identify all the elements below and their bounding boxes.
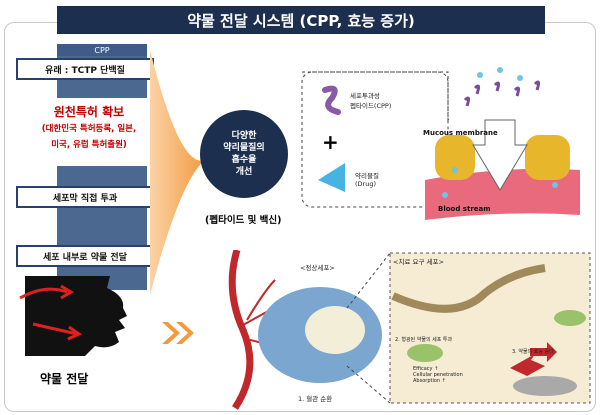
drug-delivery-label: 약물 전달 [40,372,89,386]
patent-sub-1: (대한민국 특허등록, 일본, [41,124,137,134]
patent-sub-2: 미국, 유럽 특허출원) [51,140,127,150]
cpp-legend-line-1: 세포투과성 [350,92,380,100]
face-silhouette-icon [19,276,127,356]
absorption-circle: 다양한 약리물질의 흡수율 개선 [200,110,288,198]
origin-box: 유래 : TCTP 단백질 [16,58,154,80]
target-cell-panel [346,252,591,404]
patent-title: 원천특허 확보 [53,105,125,119]
plus-sign: + [322,130,339,154]
vessel-cells-illustration [228,250,382,410]
effect-efficacy: Efficacy ↑ [413,366,439,372]
cpp-legend-label: 세포투과성 펩타이드(CPP) [350,90,391,110]
blood-stream-label: Blood stream [438,205,491,213]
patent-box: 원천특허 확보 (대한민국 특허등록, 일본, 미국, 유럽 특허출원) [15,98,163,166]
mucous-membrane-label: Mucous membrane [423,129,498,137]
circle-line-4: 개선 [235,167,253,177]
drug-legend-sub: (Drug) [355,180,376,188]
step2-label: 2. 형광된 약물의 세포 투과 [395,337,453,343]
vessel-circulation-label: 1. 혈관 순환 [298,395,333,403]
drug-legend-label: 약리물질 (Drug) [355,170,379,188]
normal-cell-label: <정상세포> [300,264,335,272]
effects-list: Efficacy ↑ Cellular penetration Absorpti… [413,366,463,384]
page-title: 약물 전달 시스템 (CPP, 효능 증가) [57,6,545,34]
chevrons-arrow-icon [162,322,194,344]
peptide-caption: (펩타이드 및 백신) [205,215,282,226]
drug-legend-main: 약리물질 [355,172,379,180]
target-cell-label: <치료 요구 세포> [393,258,444,266]
cpp-tab: CPP [57,44,147,56]
cpp-legend-line-2: 펩타이드(CPP) [350,102,392,110]
circle-line-2: 약리물질의 [223,143,265,153]
step3-label: 3. 약물의 효능 증대 [512,349,554,355]
step-delivery-box: 세포 내부로 약물 전달 [16,245,154,267]
funnel-shape [150,50,205,295]
effect-penetration: Cellular penetration [413,372,463,378]
step-membrane-box: 세포막 직접 투과 [16,186,154,208]
membrane-illustration [425,67,580,220]
circle-line-3: 흡수율 [231,155,257,165]
circle-line-1: 다양한 [231,131,257,141]
effect-absorption: Absorption ↑ [413,378,446,384]
